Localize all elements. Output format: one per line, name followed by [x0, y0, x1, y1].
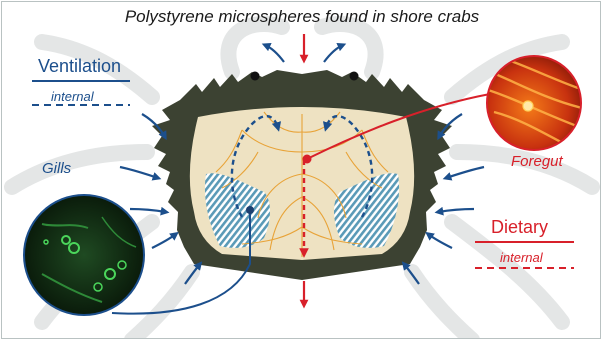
- foregut-label: Foregut: [511, 154, 563, 169]
- foregut-connector-dot: [303, 155, 312, 164]
- gills-label: Gills: [42, 161, 71, 176]
- foregut-micrograph: [487, 56, 582, 150]
- gills-connector-dot: [246, 206, 254, 214]
- eye-right: [350, 72, 359, 81]
- ventilation-label: Ventilation: [38, 57, 121, 75]
- ventilation-internal-label: internal: [51, 90, 94, 103]
- ventilation-exhalant-arrow-right: [324, 45, 343, 62]
- gills-micrograph: [24, 195, 144, 315]
- eye-left: [251, 72, 260, 81]
- dietary-label: Dietary: [491, 218, 548, 236]
- dietary-internal-label: internal: [500, 251, 543, 264]
- ventilation-exhalant-arrow-left: [265, 45, 284, 62]
- diagram-title: Polystyrene microspheres found in shore …: [2, 8, 601, 25]
